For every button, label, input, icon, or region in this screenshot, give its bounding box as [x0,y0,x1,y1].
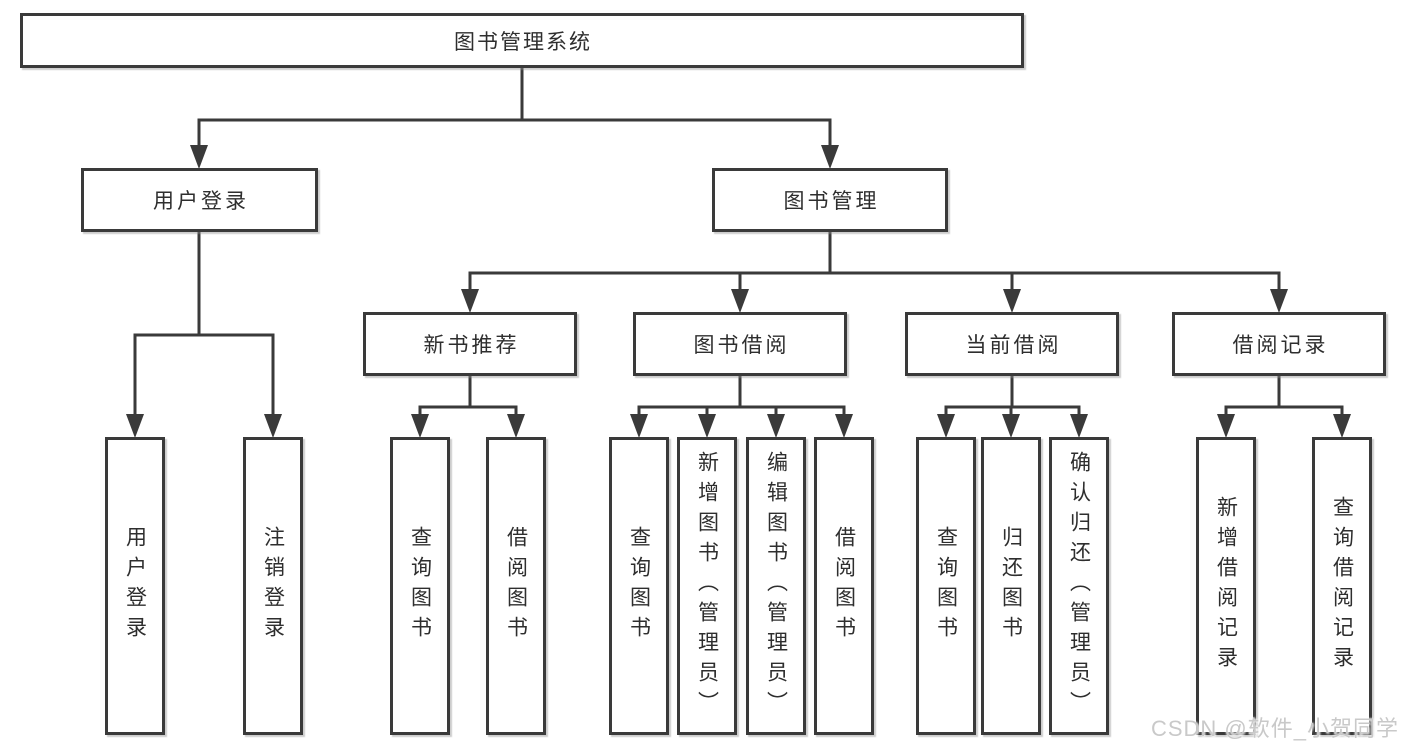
node-new-book-recommend: 新书推荐 [363,312,577,376]
node-label: 查询图书 [627,526,651,646]
node-leaf-confirm-return-admin: 确认归还（管理员） [1049,437,1109,735]
node-label: 图书借阅 [693,334,790,357]
arrowhead [1070,414,1088,438]
node-label: 图书管理系统 [454,30,592,54]
node-label: 用户登录 [123,526,147,646]
node-book-borrow: 图书借阅 [633,312,847,376]
arrowhead [1270,289,1288,313]
connector-new-book-recommend-to-children [418,374,518,418]
node-label: 编辑图书（管理员） [764,451,788,721]
node-leaf-query-books-current: 查询图书 [916,437,976,735]
arrowhead [264,414,282,438]
arrowhead [1333,414,1351,438]
node-leaf-query-borrow-record: 查询借阅记录 [1312,437,1372,735]
node-label: 确认归还（管理员） [1067,451,1091,721]
node-leaf-logout: 注销登录 [243,437,303,735]
node-label: 注销登录 [261,526,285,646]
arrowhead [1217,414,1235,438]
node-leaf-query-books-borrow: 查询图书 [609,437,669,735]
arrowhead [821,145,839,169]
node-leaf-query-books-recommend: 查询图书 [390,437,450,735]
node-leaf-return-book: 归还图书 [981,437,1041,735]
node-leaf-add-book-admin: 新增图书（管理员） [677,437,737,735]
connector-root-to-level2 [197,66,832,149]
node-library-management-system: 图书管理系统 [20,13,1024,68]
node-label: 新增图书（管理员） [695,451,719,721]
arrowhead [937,414,955,438]
node-label: 借阅图书 [832,526,856,646]
node-current-borrow: 当前借阅 [905,312,1119,376]
connector-book-management-to-sections [468,230,1281,293]
node-book-management: 图书管理 [712,168,948,232]
arrowhead [698,414,716,438]
node-leaf-add-borrow-record: 新增借阅记录 [1196,437,1256,735]
arrowhead [126,414,144,438]
arrowhead [190,145,208,169]
arrowhead [767,414,785,438]
node-label: 借阅图书 [504,526,528,646]
arrowhead [461,289,479,313]
arrowhead [507,414,525,438]
node-label: 查询图书 [408,526,432,646]
connector-current-borrow-to-children [944,374,1081,418]
connector-book-borrow-to-children [637,374,846,418]
arrowhead [731,289,749,313]
connector-user-login-to-children [133,230,275,418]
node-label: 当前借阅 [965,334,1062,357]
node-user-login: 用户登录 [81,168,318,232]
node-label: 归还图书 [999,526,1023,646]
node-label: 查询借阅记录 [1330,496,1354,676]
node-label: 新书推荐 [423,334,520,357]
node-label: 新增借阅记录 [1214,496,1238,676]
node-leaf-borrow-books-recommend: 借阅图书 [486,437,546,735]
arrowhead [1002,414,1020,438]
node-label: 图书管理 [783,190,880,213]
arrowhead [630,414,648,438]
arrowhead [1003,289,1021,313]
node-leaf-user-login: 用户登录 [105,437,165,735]
node-label: 用户登录 [153,190,249,213]
node-leaf-edit-book-admin: 编辑图书（管理员） [746,437,806,735]
node-label: 查询图书 [934,526,958,646]
node-borrow-records: 借阅记录 [1172,312,1386,376]
arrowhead [411,414,429,438]
node-leaf-borrow-books: 借阅图书 [814,437,874,735]
connector-borrow-records-to-children [1224,374,1344,418]
arrowhead [835,414,853,438]
node-label: 借阅记录 [1232,334,1329,357]
